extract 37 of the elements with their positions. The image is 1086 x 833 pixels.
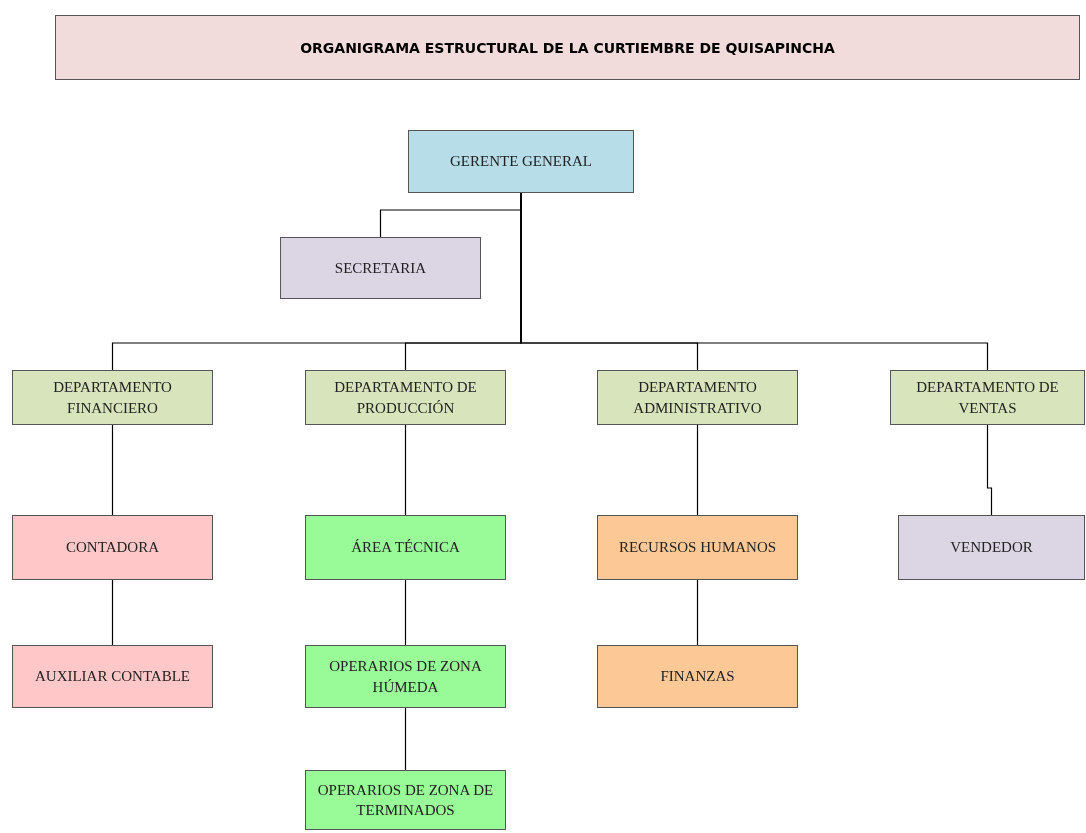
org-box: [12, 645, 213, 708]
connector-line: [404, 707, 407, 771]
role-label: OPERARIOS DE ZONA HÚMEDA: [328, 657, 483, 697]
connector-line: [111, 424, 114, 516]
role-label: FINANZAS: [660, 667, 735, 687]
connector-line: [696, 579, 699, 646]
org-box: [597, 515, 798, 580]
role-label: DEPARTAMENTO DE VENTAS: [915, 378, 1060, 418]
org-box: [305, 770, 506, 830]
org-box: [898, 515, 1085, 580]
org-box: [305, 370, 506, 425]
org-box: [408, 130, 634, 193]
role-label: DEPARTAMENTO DE PRODUCCIÓN: [333, 378, 478, 418]
org-box: [12, 370, 213, 425]
org-box: [305, 645, 506, 708]
org-box: [890, 370, 1085, 425]
role-label: VENDEDOR: [950, 538, 1033, 558]
connector-line: [404, 579, 407, 646]
role-label: AUXILIAR CONTABLE: [34, 667, 190, 687]
role-label: ÁREA TÉCNICA: [351, 538, 460, 558]
connector-line: [404, 424, 407, 516]
role-label: OPERARIOS DE ZONA DE TERMINADOS: [316, 780, 495, 820]
org-box: [305, 515, 506, 580]
connector-line: [986, 424, 993, 516]
role-label: DEPARTAMENTO FINANCIERO: [52, 378, 173, 418]
role-label: CONTADORA: [66, 538, 159, 558]
org-box: [280, 237, 481, 299]
title: ORGANIGRAMA ESTRUCTURAL DE LA CURTIEMBRE DE QUISAPINCHA: [300, 39, 835, 56]
org-box: [597, 645, 798, 708]
org-box: [12, 515, 213, 580]
org-box: [597, 370, 798, 425]
connector-line: [111, 579, 114, 646]
connector-line: [696, 424, 699, 516]
role-label: SECRETARIA: [334, 258, 427, 278]
role-label: RECURSOS HUMANOS: [618, 538, 777, 558]
role-label: DEPARTAMENTO ADMINISTRATIVO: [632, 378, 763, 418]
role-label: GERENTE GENERAL: [449, 152, 593, 172]
